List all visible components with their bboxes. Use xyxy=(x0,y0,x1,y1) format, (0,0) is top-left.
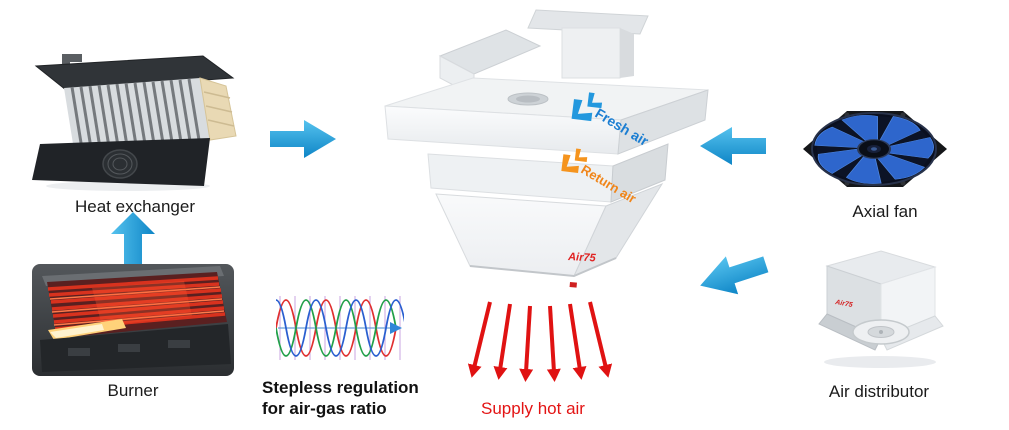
fan-impeller xyxy=(814,114,934,184)
air-gas-ratio-waveform xyxy=(276,296,404,360)
unit-outlet-rim xyxy=(469,257,617,278)
heat-exchanger-image xyxy=(32,54,237,191)
waveform-blue xyxy=(276,299,404,357)
supply-hot-air-label: Supply hot air xyxy=(481,399,585,418)
return-air-arrow-icon xyxy=(561,148,588,174)
burner-glow-highlights xyxy=(49,286,225,326)
distributor-brand-logo: Air75 xyxy=(834,299,854,309)
unit-heater-image: Air75 Fresh air Return air xyxy=(384,9,709,382)
heat-exchanger-fin-lines xyxy=(70,78,201,150)
distributor-shadow xyxy=(824,356,936,368)
waveform-axis-arrowhead xyxy=(390,322,402,334)
fresh-air-arrow-icon xyxy=(571,92,603,122)
unit-rim-logo xyxy=(569,282,577,288)
unit-chimney xyxy=(561,27,621,79)
supply-air-arrows xyxy=(467,301,613,382)
regulation-label: Stepless regulation for air-gas ratio xyxy=(262,377,447,419)
flow-arrow-heat-exchanger-to-unit xyxy=(270,120,336,158)
regulation-label-line2: for air-gas ratio xyxy=(262,399,387,418)
burner-label: Burner xyxy=(107,381,159,400)
heat-exchanger-label: Heat exchanger xyxy=(74,197,196,216)
unit-plenum-right xyxy=(617,89,709,155)
unit-chimney-side xyxy=(620,28,634,78)
unit-brand-logo: Air75 xyxy=(567,251,597,265)
axial-fan-image xyxy=(803,111,947,187)
regulation-label-line1: Stepless regulation xyxy=(262,378,419,397)
waveform-green xyxy=(276,299,397,357)
burner-image xyxy=(32,264,234,376)
burner-glow-tubes xyxy=(47,276,226,331)
air-distributor-image: Air75 xyxy=(818,250,944,368)
flow-arrow-burner-to-heat-exchanger xyxy=(111,212,155,264)
burner-hot-zone xyxy=(92,281,192,326)
unit-mid-right xyxy=(610,143,669,203)
air-distributor-label: Air distributor xyxy=(828,382,930,401)
fan-blades xyxy=(814,114,934,184)
flow-arrow-fan-to-unit xyxy=(700,127,766,165)
flow-arrow-distributor-to-unit xyxy=(700,256,769,295)
axial-fan-label: Axial fan xyxy=(852,202,918,221)
